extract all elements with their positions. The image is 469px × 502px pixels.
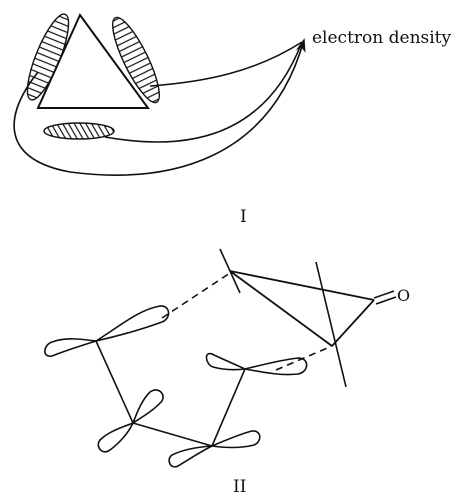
bond-c1-c2 xyxy=(229,270,333,347)
left-electron-lobe xyxy=(26,13,70,101)
arrow-curve-outer xyxy=(13,38,306,176)
p-orbital-bottom-left xyxy=(97,389,164,453)
substituent-c2 xyxy=(315,261,347,388)
sigma-bond-a-b xyxy=(95,340,134,424)
figure-2: O II xyxy=(44,248,410,497)
carbonyl-oxygen-label: O xyxy=(397,286,410,305)
bottom-electron-lobe xyxy=(43,122,115,140)
carbonyl-bond-2 xyxy=(375,296,397,305)
dashed-interaction-bottom xyxy=(275,345,333,371)
sigma-bond-c-d xyxy=(211,368,246,447)
arrow-curve-top xyxy=(149,41,303,87)
figure-2-label: II xyxy=(233,477,246,497)
bond-c1-c3 xyxy=(229,270,375,301)
p-orbital-right xyxy=(205,352,308,376)
figure-1: electron density I xyxy=(13,13,452,227)
figure-1-label: I xyxy=(240,207,247,227)
sigma-bond-b-c xyxy=(132,422,213,447)
carbonyl-bond-1 xyxy=(373,290,395,299)
dashed-interaction-top xyxy=(161,272,231,319)
p-orbital-top-left xyxy=(44,305,170,357)
bond-c2-c3 xyxy=(331,299,375,347)
right-electron-lobe xyxy=(112,16,160,104)
electron-density-label: electron density xyxy=(312,28,452,48)
p-orbital-bottom-right xyxy=(168,430,261,468)
arrow-curve-middle xyxy=(104,41,303,143)
substituent-c1-a xyxy=(219,248,241,294)
